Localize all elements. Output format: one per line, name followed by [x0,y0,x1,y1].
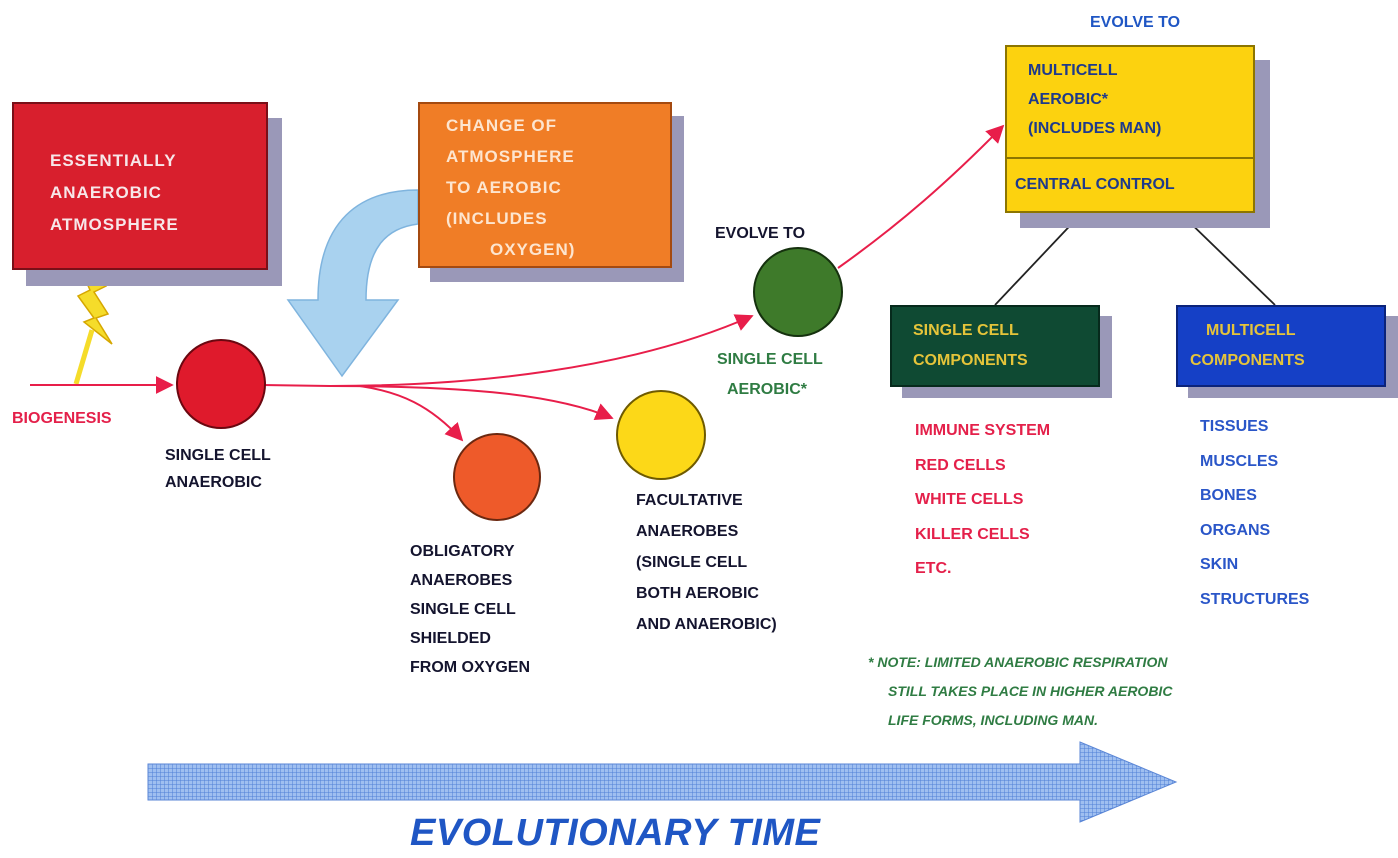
list-item: ETC. [915,560,952,577]
change-of-atmosphere-text: CHANGE OF ATMOSPHERE TO AEROBIC (INCLUDE… [446,116,576,259]
multicell-aerobic-box [1005,45,1255,213]
anaerobic-atmosphere-box [12,102,268,270]
lightning-bolt-icon [76,267,113,345]
list-item: SKIN [1200,556,1239,573]
single-cell-components-text: SINGLE CELL COMPONENTS [913,322,1028,369]
connector-to-single-cell-components [994,212,1083,306]
biogenesis-label: BIOGENESIS [12,410,112,427]
circle-single-cell-anaerobic [176,339,266,429]
single-cell-anaerobic-label: SINGLE CELL ANAEROBIC [165,447,271,491]
list-item: WHITE CELLS [915,491,1024,508]
list-item: RED CELLS [915,456,1006,474]
yellow-box-divider [1005,157,1255,159]
facultative-anaerobes-label: FACULTATIVE ANAEROBES (SINGLE CELL BOTH … [636,492,777,633]
single-cell-components-box [890,305,1100,387]
list-item: ORGANS [1200,521,1271,539]
list-item: KILLER CELLS [915,525,1030,543]
multicell-components-text: MULTICELL COMPONENTS [1190,322,1305,369]
connector-to-multicell-components [1179,212,1276,306]
evolutionary-time-label: EVOLUTIONARY TIME [410,812,821,854]
line-main-flow [261,384,331,387]
circle-facultative-anaerobes [616,390,706,480]
change-of-atmosphere-box [418,102,672,268]
arrow-to-obligatory [359,385,464,442]
list-item: BONES [1200,487,1257,504]
circle-obligatory-anaerobes [453,433,541,521]
multicell-components-list: TISSUES MUSCLES BONES ORGANS SKIN STRUCT… [1200,410,1309,617]
lightning-tail [73,329,95,385]
anaerobic-atmosphere-text: ESSENTIALLY ANAEROBIC ATMOSPHERE [50,151,179,234]
right-arrow-icon [147,741,1178,823]
list-item: IMMUNE SYSTEM [915,422,1051,439]
arrow-to-single-cell-aerobic [329,314,754,387]
curved-down-arrow-icon [286,189,419,378]
central-control-label: CENTRAL CONTROL [1015,176,1175,193]
arrow-to-multicell [837,124,1005,269]
arrow-to-facultative [329,385,614,421]
multicell-components-box [1176,305,1386,387]
single-cell-components-list: IMMUNE SYSTEM RED CELLS WHITE CELLS KILL… [915,414,1050,587]
evolve-to-label-2: EVOLVE TO [1090,14,1181,31]
list-item: MUSCLES [1200,452,1279,470]
flow-arrows [30,124,1005,442]
circle-single-cell-aerobic [753,247,843,337]
list-item: TISSUES [1200,418,1269,435]
evolve-to-label-1: EVOLVE TO [715,225,806,242]
single-cell-aerobic-label: SINGLE CELL AEROBIC* [717,351,823,398]
footnote: * NOTE: LIMITED ANAEROBIC RESPIRATION ST… [868,654,1173,728]
obligatory-anaerobes-label: OBLIGATORY ANAEROBES SINGLE CELL SHIELDE… [410,543,531,676]
multicell-aerobic-text: MULTICELL AEROBIC* (INCLUDES MAN) [1028,62,1162,137]
list-item: STRUCTURES [1200,590,1310,608]
